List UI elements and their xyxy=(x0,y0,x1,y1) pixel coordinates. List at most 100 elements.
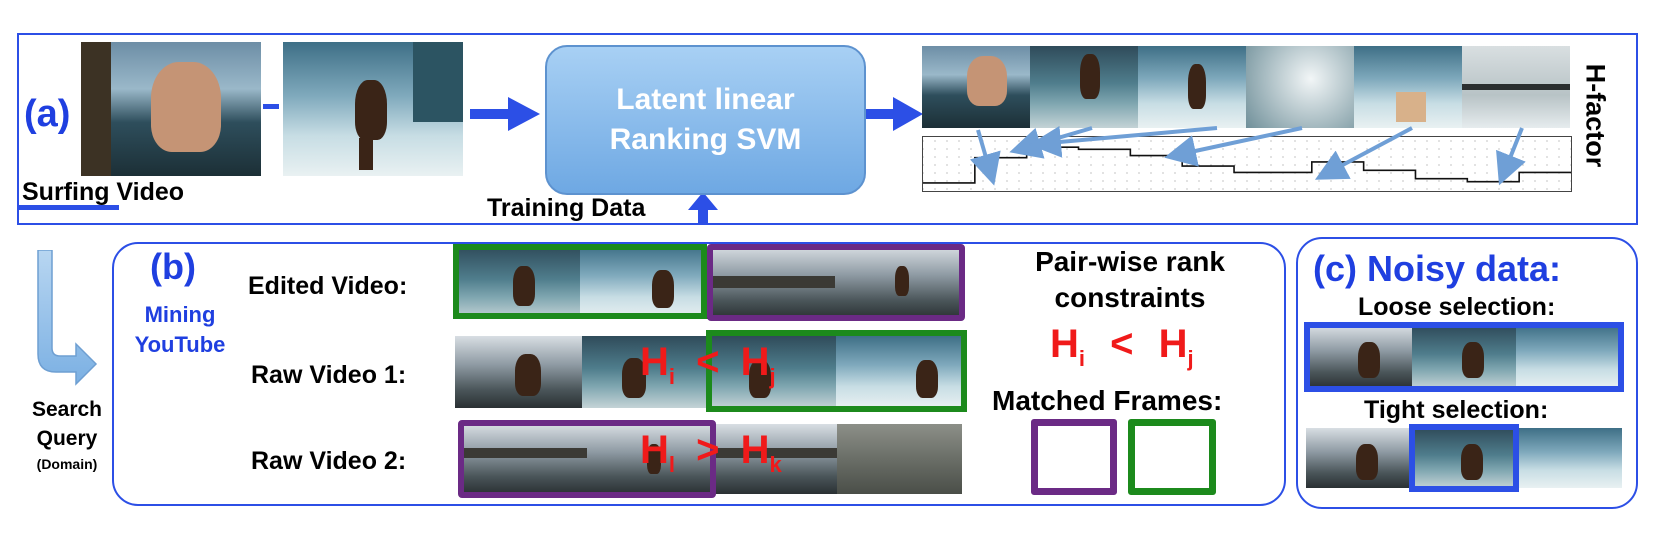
grid-dot xyxy=(1354,172,1356,174)
grid-dot xyxy=(1066,188,1068,190)
grid-dot xyxy=(1402,140,1404,142)
grid-dot xyxy=(1438,140,1440,142)
grid-dot xyxy=(934,156,936,158)
grid-dot xyxy=(1438,172,1440,174)
surf-video-frame-2 xyxy=(283,42,463,176)
grid-dot xyxy=(1366,180,1368,182)
grid-dot xyxy=(1054,188,1056,190)
video-frame xyxy=(1412,326,1516,388)
pairwise-line-1: Pair-wise rank xyxy=(1035,246,1225,277)
grid-dot xyxy=(1246,164,1248,166)
grid-dot xyxy=(1054,172,1056,174)
grid-dot xyxy=(958,172,960,174)
grid-dot xyxy=(1342,188,1344,190)
grid-dot xyxy=(1534,148,1536,150)
grid-dot xyxy=(1162,180,1164,182)
grid-dot xyxy=(1210,188,1212,190)
grid-dot xyxy=(1282,140,1284,142)
constraint-left-sub: i xyxy=(1078,346,1086,371)
grid-dot xyxy=(1546,156,1548,158)
rel1-left: H xyxy=(640,340,669,384)
search-query-text: Search Query (Domain) xyxy=(22,395,112,475)
grid-dot xyxy=(1402,156,1404,158)
grid-dot xyxy=(1354,164,1356,166)
grid-dot xyxy=(1114,172,1116,174)
grid-dot xyxy=(1486,140,1488,142)
grid-dot xyxy=(1390,180,1392,182)
video-frame xyxy=(462,424,587,494)
svm-line-2: Ranking SVM xyxy=(609,123,802,156)
surfing-video-underline xyxy=(17,205,119,210)
grid-dot xyxy=(1426,188,1428,190)
grid-dot xyxy=(1414,164,1416,166)
raw-video-2-label: Raw Video 2: xyxy=(251,447,407,475)
grid-dot xyxy=(1510,148,1512,150)
panel-c xyxy=(1296,237,1638,509)
grid-dot xyxy=(1066,164,1068,166)
search-query-arrow xyxy=(37,250,98,386)
grid-dot xyxy=(958,188,960,190)
grid-dot xyxy=(1306,180,1308,182)
grid-dot xyxy=(1462,148,1464,150)
grid-dot xyxy=(922,148,924,150)
grid-dot xyxy=(1522,140,1524,142)
grid-dot xyxy=(1558,180,1560,182)
relation-hi-hj: Hi < Hj xyxy=(640,340,776,390)
grid-dot xyxy=(1270,156,1272,158)
video-dash xyxy=(263,104,279,109)
grid-dot xyxy=(1198,188,1200,190)
grid-dot xyxy=(1330,148,1332,150)
grid-dot xyxy=(1138,156,1140,158)
grid-dot xyxy=(1042,188,1044,190)
grid-dot xyxy=(1558,188,1560,190)
grid-dot xyxy=(1318,140,1320,142)
grid-dot xyxy=(1030,172,1032,174)
grid-dot xyxy=(1150,156,1152,158)
grid-dot xyxy=(1402,172,1404,174)
grid-dot xyxy=(1342,180,1344,182)
video-frame xyxy=(1411,428,1516,488)
grid-dot xyxy=(1462,140,1464,142)
surf-video-frame-1 xyxy=(81,42,261,176)
arrow-training-up xyxy=(688,192,718,224)
grid-dot xyxy=(1390,156,1392,158)
grid-dot xyxy=(1246,180,1248,182)
grid-dot xyxy=(1162,188,1164,190)
grid-dot xyxy=(1426,180,1428,182)
rel1-right: H xyxy=(740,340,770,384)
grid-dot xyxy=(1510,140,1512,142)
svm-line-1: Latent linear xyxy=(616,83,795,116)
video-frame xyxy=(712,424,837,494)
video-frame xyxy=(1516,326,1620,388)
grid-dot xyxy=(1498,140,1500,142)
grid-dot xyxy=(1282,164,1284,166)
grid-dot xyxy=(1138,164,1140,166)
grid-dot xyxy=(1402,164,1404,166)
grid-dot xyxy=(1282,180,1284,182)
grid-dot xyxy=(934,148,936,150)
grid-dot xyxy=(1018,164,1020,166)
grid-dot xyxy=(1450,180,1452,182)
grid-dot xyxy=(1534,188,1536,190)
grid-dot xyxy=(1534,156,1536,158)
grid-dot xyxy=(1030,188,1032,190)
grid-dot xyxy=(1546,148,1548,150)
grid-dot xyxy=(1246,188,1248,190)
grid-dot xyxy=(958,140,960,142)
grid-dot xyxy=(1258,140,1260,142)
hfactor-frame xyxy=(1462,46,1570,128)
grid-dot xyxy=(1414,156,1416,158)
edited-video-label: Edited Video: xyxy=(248,272,408,300)
grid-dot xyxy=(922,140,924,142)
video-frame xyxy=(453,246,580,319)
grid-dot xyxy=(1426,156,1428,158)
grid-dot xyxy=(1558,156,1560,158)
hfactor-frame xyxy=(1246,46,1354,128)
matched-frames-label: Matched Frames: xyxy=(992,385,1223,416)
grid-dot xyxy=(994,188,996,190)
grid-dot xyxy=(1282,188,1284,190)
grid-dot xyxy=(1474,156,1476,158)
grid-dot xyxy=(1258,148,1260,150)
grid-dot xyxy=(1066,148,1068,150)
video-frame xyxy=(709,336,836,408)
